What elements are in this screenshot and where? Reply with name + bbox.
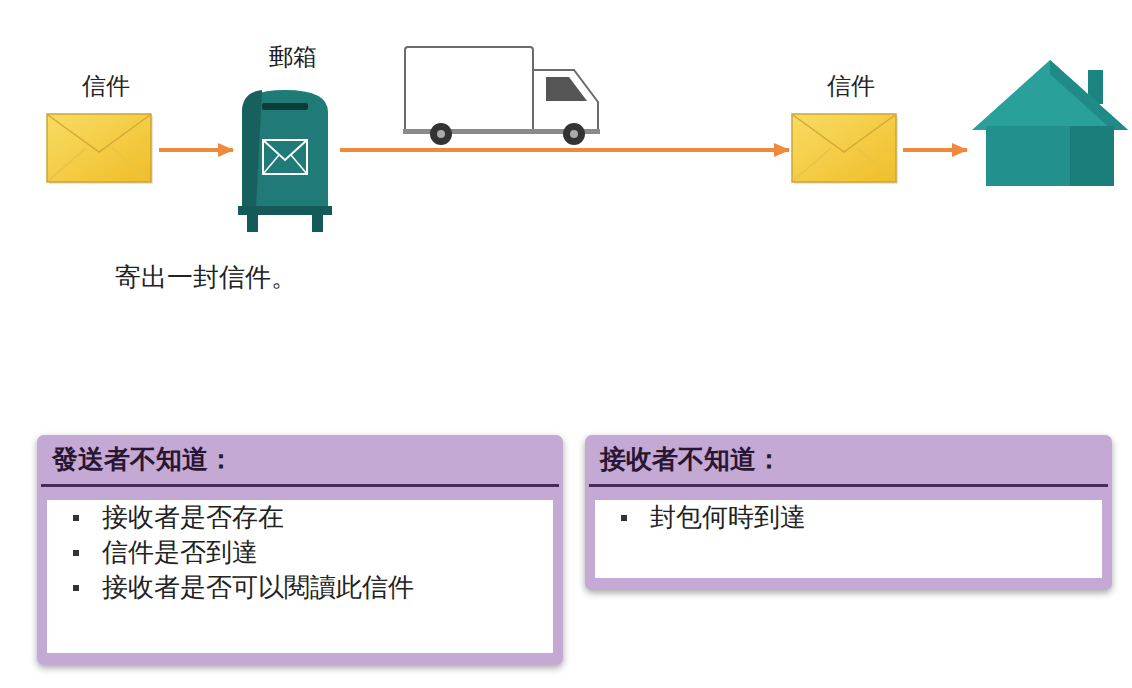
mailbox-body (242, 90, 328, 208)
bullet-row: 接收者是否可以閱讀此信件 (47, 570, 543, 605)
mailbox-icon (238, 90, 332, 232)
icon-caption: 信件 (827, 72, 875, 100)
bullet-mark (73, 550, 79, 556)
flow-arrow (340, 148, 789, 152)
truck-wheel (563, 123, 585, 145)
truck-wheel (430, 123, 452, 145)
info-panel: 發送者不知道： 接收者是否存在信件是否到達接收者是否可以閱讀此信件 (37, 435, 563, 665)
mailbox-envelope-symbol (263, 155, 279, 174)
bullet-row: 封包何時到達 (595, 500, 1092, 535)
caption-note: 寄出一封信件。 (115, 262, 297, 292)
bullet-text: 接收者是否可以閱讀此信件 (102, 572, 414, 602)
heading-rule (41, 484, 559, 487)
panel-body: 封包何時到達 (595, 500, 1102, 578)
envelope-fold (112, 148, 150, 181)
house-wall-shade (1070, 126, 1114, 186)
envelope-icon (792, 114, 898, 184)
envelope-body (47, 114, 151, 182)
house-wall (986, 126, 1114, 186)
truck-hub (437, 130, 445, 138)
house-roof-shade (1050, 60, 1128, 130)
bullet-row: 信件是否到達 (47, 535, 543, 570)
bullet-mark (73, 585, 79, 591)
envelope-flap (793, 115, 895, 152)
icon-box: 郵箱 (236, 88, 334, 233)
panel-heading: 接收者不知道： (585, 435, 1112, 484)
truck-cab (533, 70, 598, 133)
mailbox-envelope-symbol (291, 155, 307, 174)
mailbox-leg (247, 215, 258, 232)
bullet-mark (73, 515, 79, 521)
bullet-text: 信件是否到達 (102, 537, 258, 567)
bullet-mark (621, 515, 627, 521)
mailbox-envelope-symbol (263, 140, 307, 160)
icon-caption: 信件 (82, 72, 130, 100)
info-panel: 接收者不知道： 封包何時到達 (585, 435, 1112, 590)
envelope-fold (793, 148, 831, 181)
house-roof (972, 60, 1128, 130)
envelope-body (792, 114, 896, 182)
mailbox-side (242, 90, 262, 208)
envelope-fold (857, 148, 895, 181)
mailbox-slot (262, 103, 308, 110)
panel-body: 接收者是否存在信件是否到達接收者是否可以閱讀此信件 (47, 500, 553, 653)
truck-icon (403, 47, 600, 145)
icon-box: 信件 (792, 114, 897, 184)
envelope-flap (48, 115, 150, 152)
house-icon (972, 60, 1128, 186)
truck-cargo (405, 47, 533, 133)
heading-rule (589, 484, 1108, 487)
mailbox-envelope-symbol (263, 140, 307, 174)
panel-heading: 發送者不知道： (37, 435, 563, 484)
icon-box (970, 58, 1130, 186)
bullet-text: 接收者是否存在 (102, 502, 284, 532)
mailbox-base (238, 206, 332, 215)
truck-window (546, 77, 587, 101)
flow-arrow (903, 148, 967, 152)
bullet-row: 接收者是否存在 (47, 500, 543, 535)
envelope-fold (48, 148, 86, 181)
icon-box: 信件 (47, 114, 153, 184)
envelope-icon (47, 114, 153, 184)
icon-caption: 郵箱 (269, 43, 317, 71)
mailbox-leg (312, 215, 323, 232)
truck-hub (570, 130, 578, 138)
flow-arrow (159, 148, 233, 152)
bullet-text: 封包何時到達 (650, 502, 806, 532)
